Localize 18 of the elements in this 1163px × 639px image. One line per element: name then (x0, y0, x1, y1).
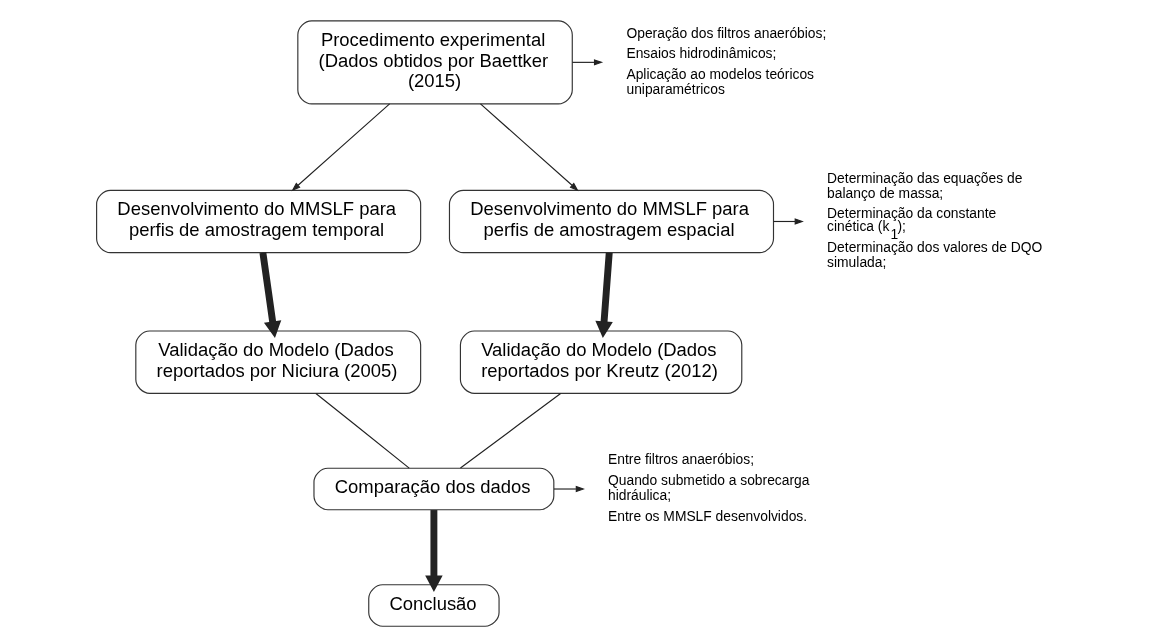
arrow (772, 218, 804, 225)
arrow (571, 59, 604, 66)
connector (459, 392, 562, 469)
arrow (259, 252, 282, 338)
arrow (479, 103, 579, 192)
connector (315, 392, 410, 469)
arrow (553, 485, 585, 493)
node-box: Validação do Modelo (Dados reportados por Kreutz (2012) (459, 330, 743, 394)
node-text: Entre filtros anaeróbios; Quando submetido a sobrecarga hidráulica; Entre os MMSLF desenvolvidos. (608, 451, 810, 524)
node-box: Comparação dos dados (313, 467, 555, 511)
node-box: Desenvolvimento do MMSLF para perfis de amostragem temporal (96, 189, 422, 254)
arrow (291, 103, 391, 192)
node-box: Procedimento experimental (Dados obtidos por Baettker (2015) (297, 20, 573, 105)
node-text: Operação dos filtros anaeróbios; Ensaios hidrodinâmicos; Aplicação ao modelos teóricos uniparamétricos (626, 24, 827, 98)
node-box: Conclusão (368, 584, 500, 627)
arrow (595, 252, 613, 338)
node-box: Validação do Modelo (Dados reportados por Niciura (2005) (135, 330, 422, 394)
node-box: Desenvolvimento do MMSLF para perfis de amostragem espacial (448, 189, 775, 254)
